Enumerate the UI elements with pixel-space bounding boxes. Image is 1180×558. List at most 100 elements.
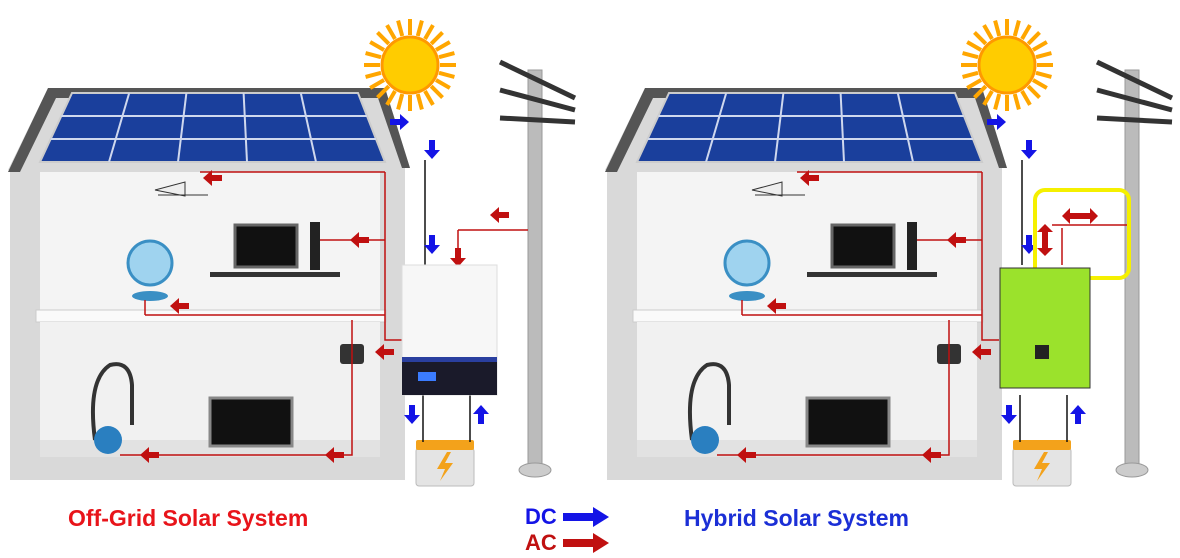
sun-ray (385, 24, 397, 41)
panel-grid-line (896, 92, 914, 163)
crossarm (498, 59, 577, 101)
dc-arrow (390, 114, 409, 130)
battery-top (416, 440, 474, 450)
lightning-icon (1034, 452, 1050, 481)
crossarm (499, 87, 576, 113)
sun-ray (434, 40, 451, 52)
vacuum-body (691, 426, 719, 454)
ac-arrow (140, 447, 159, 463)
ac-arrow (170, 298, 189, 314)
tv-icon (208, 396, 294, 448)
legend-ac: AC (525, 530, 611, 556)
roof (605, 88, 1007, 172)
crossarm (1095, 59, 1174, 101)
ac-arrow (375, 344, 394, 360)
computer-tower-icon (907, 222, 917, 270)
dc-arrow (1001, 405, 1017, 424)
hybrid-house (605, 19, 1174, 487)
grid-ac-wire (457, 229, 528, 265)
sun-core (380, 35, 440, 95)
ac-wire-main (384, 172, 402, 341)
sun-ray (376, 84, 391, 99)
ac-arrow (450, 248, 466, 267)
dc-arrow (424, 140, 440, 159)
desk-icon (807, 272, 937, 277)
vacuum-body (94, 426, 122, 454)
legend-ac-label: AC (525, 530, 557, 555)
computer-tower-icon (310, 222, 320, 270)
pole-base (1115, 462, 1149, 478)
inverter-panel (402, 360, 497, 395)
ac-wire-lower (717, 320, 950, 456)
ac-wire-lower (120, 320, 353, 456)
sun-ray (369, 40, 386, 52)
battery-top (1013, 440, 1071, 450)
ac-arrow (350, 232, 369, 248)
dc-arrow-icon (562, 507, 609, 527)
sun-ray (1020, 89, 1032, 106)
ac-arrow (922, 447, 941, 463)
sun-ray (1026, 84, 1041, 99)
sun-ray (396, 20, 405, 37)
sun-ray (962, 51, 979, 60)
chandelier-icon (751, 181, 805, 197)
sun-ray (438, 70, 455, 79)
panel-grid-line (774, 92, 785, 163)
ac-arrow-icon (562, 533, 609, 553)
sun-ray (429, 31, 444, 46)
ac-arrow (947, 232, 966, 248)
panel-grid-line (242, 92, 248, 163)
ac-arrow (203, 170, 222, 186)
dc-arrow (404, 405, 420, 424)
vacuum-cleaner-icon (687, 362, 731, 441)
sun-ray (376, 31, 391, 46)
sun-ray (423, 24, 435, 41)
inverter-stripe (402, 357, 497, 362)
sun-ray (1026, 31, 1041, 46)
sun-ray (962, 70, 979, 79)
grid-connection-highlight (1033, 188, 1131, 280)
upper-room (637, 172, 977, 312)
sun-ray (396, 93, 405, 110)
bidirectional-arrow-icon (1062, 208, 1098, 224)
dc-arrow (473, 405, 489, 424)
floor (637, 440, 977, 457)
sun-ray (1012, 93, 1021, 110)
ac-arrow (325, 447, 344, 463)
fan-icon (723, 239, 771, 287)
fan-icon (126, 239, 174, 287)
floor-slab (35, 309, 387, 323)
inverter-display (418, 372, 436, 381)
panel-grid-line (299, 92, 317, 163)
dc-arrow (424, 235, 440, 254)
dc-arrow (1070, 405, 1086, 424)
sun-ray (438, 51, 455, 60)
pole-base (518, 462, 552, 478)
sun-ray (1031, 40, 1048, 52)
ac-arrow (490, 207, 509, 223)
panel-grid-line (177, 92, 188, 163)
panel-grid-line (839, 92, 845, 163)
upper-room (40, 172, 380, 312)
lightning-icon (437, 452, 453, 481)
floor (40, 440, 380, 457)
ac-arrow (737, 447, 756, 463)
crossarm (499, 115, 576, 125)
battery-wire (1019, 395, 1068, 442)
sun-ray (415, 93, 424, 110)
sun-ray (369, 78, 386, 90)
sun-ray (966, 78, 983, 90)
dc-arrow (987, 114, 1006, 130)
solar-panel (635, 92, 984, 163)
solar-panel (38, 92, 387, 163)
sun-ray (1035, 70, 1052, 79)
dc-arrow (1021, 140, 1037, 159)
hybrid-inverter (999, 267, 1091, 389)
sun-ray (385, 89, 397, 106)
fan-base (729, 291, 765, 301)
ac-arrow (800, 170, 819, 186)
computer-monitor-icon (830, 223, 896, 269)
off-grid-title: Off-Grid Solar System (68, 505, 309, 531)
